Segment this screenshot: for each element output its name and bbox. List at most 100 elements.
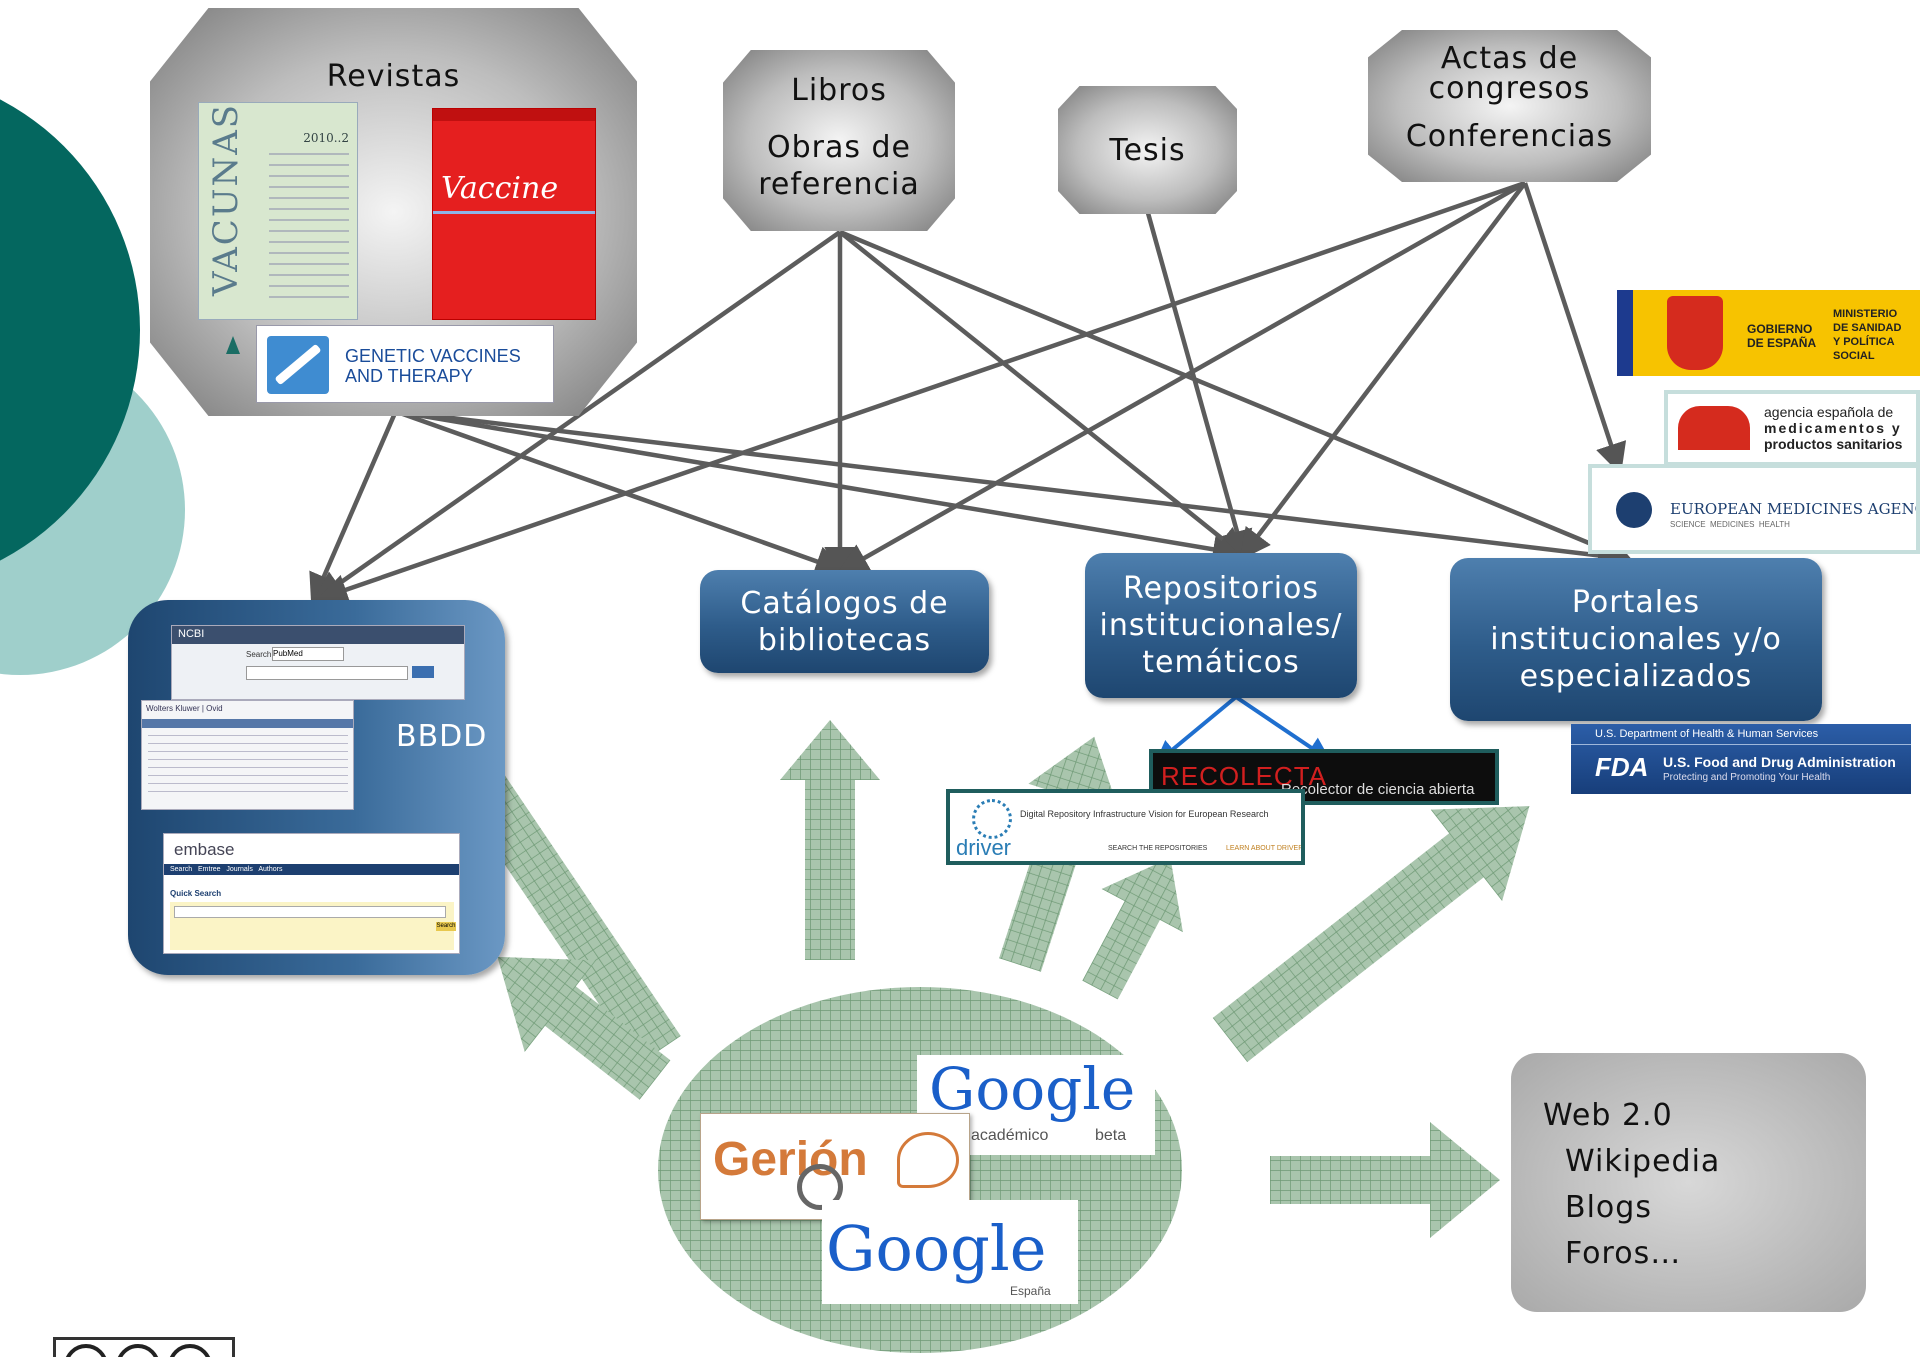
ema-globe-icon xyxy=(1616,492,1652,528)
repositorios-line1: Repositorios xyxy=(1122,571,1320,606)
source-connectors xyxy=(309,180,1634,606)
coat-of-arms-icon xyxy=(1667,296,1723,370)
pubmed-search-button[interactable] xyxy=(412,666,434,678)
portales-line1: Portales xyxy=(1571,585,1701,620)
arrow-to-web20 xyxy=(1270,1122,1500,1238)
web20-title: Web 2.0 xyxy=(1543,1098,1673,1133)
repositorios-box: Repositorios institucionales/ temáticos xyxy=(1085,553,1357,698)
arrow-to-catalogos xyxy=(780,720,880,960)
driver-star-icon xyxy=(972,799,1012,839)
fda-logo[interactable]: U.S. Department of Health & Human Servic… xyxy=(1571,724,1911,794)
repositorios-line2: institucionales/ xyxy=(1099,608,1343,643)
google-espana-word: Google xyxy=(826,1212,1047,1285)
pubmed-search-label: Search xyxy=(246,650,272,659)
embase-search-button[interactable]: Search xyxy=(436,922,456,931)
embase-nav[interactable]: Search Emtree Journals Authors xyxy=(164,864,459,875)
recolecta-title: RECOLECTA xyxy=(1161,761,1327,791)
embase-quick-search: Quick Search xyxy=(170,889,222,898)
cc-icon xyxy=(64,1344,108,1357)
catalogos-box: Catálogos de bibliotecas xyxy=(700,570,989,673)
ministerio-line4: SOCIAL xyxy=(1833,350,1875,362)
google-academico-word: Google xyxy=(929,1055,1136,1123)
aemps-line1: agencia española de xyxy=(1764,404,1894,420)
genetic-vaccines-title: GENETIC VACCINES AND THERAPY xyxy=(345,346,521,386)
vacunas-cover: VACUNAS 2010..2 xyxy=(198,102,358,320)
portales-line2: institucionales y/o xyxy=(1490,622,1782,657)
decor-circle-dark xyxy=(0,99,140,561)
web20-item-foros: Foros… xyxy=(1565,1236,1682,1271)
recolecta-subtitle: Recolector de ciencia abierta xyxy=(1281,781,1475,798)
embase-search-input[interactable] xyxy=(174,906,446,918)
pubmed-logo: NCBI xyxy=(178,628,205,640)
actas-line2: congresos xyxy=(1428,71,1591,106)
ovid-screenshot: Wolters Kluwer | Ovid xyxy=(141,700,354,810)
arrow-to-driver xyxy=(1082,857,1183,1000)
tesis-box: Tesis xyxy=(1058,86,1237,214)
pubmed-search-input[interactable] xyxy=(246,666,408,680)
bbdd-label: BBDD xyxy=(396,719,488,754)
ministerio-line2: DE SANIDAD xyxy=(1833,322,1902,334)
arrow-to-portales xyxy=(1212,806,1530,1063)
aemps-mark-icon xyxy=(1678,406,1750,450)
ministerio-line3: Y POLÍTICA xyxy=(1833,336,1895,348)
vacunas-title: VACUNAS xyxy=(206,102,246,296)
fda-mark: FDA xyxy=(1595,752,1649,782)
fda-name: U.S. Food and Drug Administration xyxy=(1663,754,1896,770)
libros-box: Libros Obras de referencia xyxy=(723,50,955,231)
vaccine-cover: Vaccine xyxy=(432,108,596,320)
gerion-word: Gerión xyxy=(713,1133,868,1186)
by-icon xyxy=(116,1344,160,1357)
libros-line3: referencia xyxy=(758,167,920,202)
libros-line2: Obras de xyxy=(766,130,912,165)
aemps-logo[interactable]: agencia española de medicamentos y produ… xyxy=(1664,390,1920,466)
pubmed-screenshot: NCBI Search PubMed xyxy=(171,625,465,700)
creative-commons-badge[interactable] xyxy=(53,1337,235,1357)
recolecta-logo[interactable]: RECOLECTA Recolector de ciencia abierta xyxy=(1149,749,1499,805)
embase-logo: embase xyxy=(174,840,235,859)
vaccine-stripe xyxy=(433,109,595,121)
google-espana-logo[interactable]: Google España xyxy=(822,1200,1078,1304)
tesis-label: Tesis xyxy=(1109,133,1186,168)
syringe-icon xyxy=(267,336,329,394)
pubmed-search-select[interactable]: PubMed xyxy=(272,647,344,661)
web20-item-blogs: Blogs xyxy=(1565,1190,1652,1225)
actas-line3: Conferencias xyxy=(1405,119,1614,154)
driver-learn-button[interactable]: LEARN ABOUT DRIVER xyxy=(1226,845,1304,852)
repositorios-line3: temáticos xyxy=(1142,645,1300,680)
driver-logo[interactable]: driver Digital Repository Infrastructure… xyxy=(946,789,1305,865)
magnifier-icon xyxy=(797,1164,843,1210)
libros-line1: Libros xyxy=(791,73,887,108)
catalogos-line2: bibliotecas xyxy=(757,622,932,658)
vacunas-issue: 2010..2 xyxy=(303,131,349,145)
ministerio-line1: MINISTERIO xyxy=(1833,308,1898,320)
espana-sub: España xyxy=(1010,1284,1051,1298)
ovid-logo: Wolters Kluwer | Ovid xyxy=(146,704,223,713)
ema-name: EUROPEAN MEDICINES AGENCY xyxy=(1670,500,1920,518)
google-academico-logo[interactable]: Google académico beta xyxy=(917,1055,1155,1155)
arrow-to-bbdd-lower xyxy=(497,956,671,1100)
eu-flag-stripe xyxy=(1617,290,1633,376)
vaccine-rule xyxy=(433,211,595,214)
genetic-vaccines-logo: GENETIC VACCINES AND THERAPY xyxy=(256,325,554,403)
aemps-line2: medicamentos y xyxy=(1764,420,1902,436)
ministerio-logo[interactable]: GOBIERNO DE ESPAÑA MINISTERIO DE SANIDAD… xyxy=(1617,290,1920,376)
gobierno-line1: GOBIERNO xyxy=(1747,322,1813,336)
portales-box: Portales institucionales y/o especializa… xyxy=(1450,558,1822,721)
driver-name: driver xyxy=(956,835,1012,860)
gobierno-line2: DE ESPAÑA xyxy=(1747,336,1817,350)
embase-screenshot: embase Search Emtree Journals Authors Qu… xyxy=(163,833,460,954)
beta-tag: beta xyxy=(1095,1127,1127,1144)
actas-box: Actas de congresos Conferencias xyxy=(1368,30,1651,182)
ema-logo[interactable]: EUROPEAN MEDICINES AGENCY SCIENCE MEDICI… xyxy=(1588,464,1920,554)
aemps-line3: productos sanitarios xyxy=(1764,436,1903,452)
revistas-title: Revistas xyxy=(326,59,461,94)
cover-lines xyxy=(269,153,349,303)
leaf-icon xyxy=(897,1132,959,1188)
vaccine-title: Vaccine xyxy=(441,171,559,206)
portales-line3: especializados xyxy=(1519,659,1753,694)
pointer-triangle xyxy=(226,336,240,354)
actas-line1: Actas de xyxy=(1440,41,1579,76)
hhs-text: U.S. Department of Health & Human Servic… xyxy=(1595,728,1819,740)
fda-sub: Protecting and Promoting Your Health xyxy=(1663,772,1831,783)
driver-search-button[interactable]: SEARCH THE REPOSITORIES xyxy=(1108,845,1208,852)
